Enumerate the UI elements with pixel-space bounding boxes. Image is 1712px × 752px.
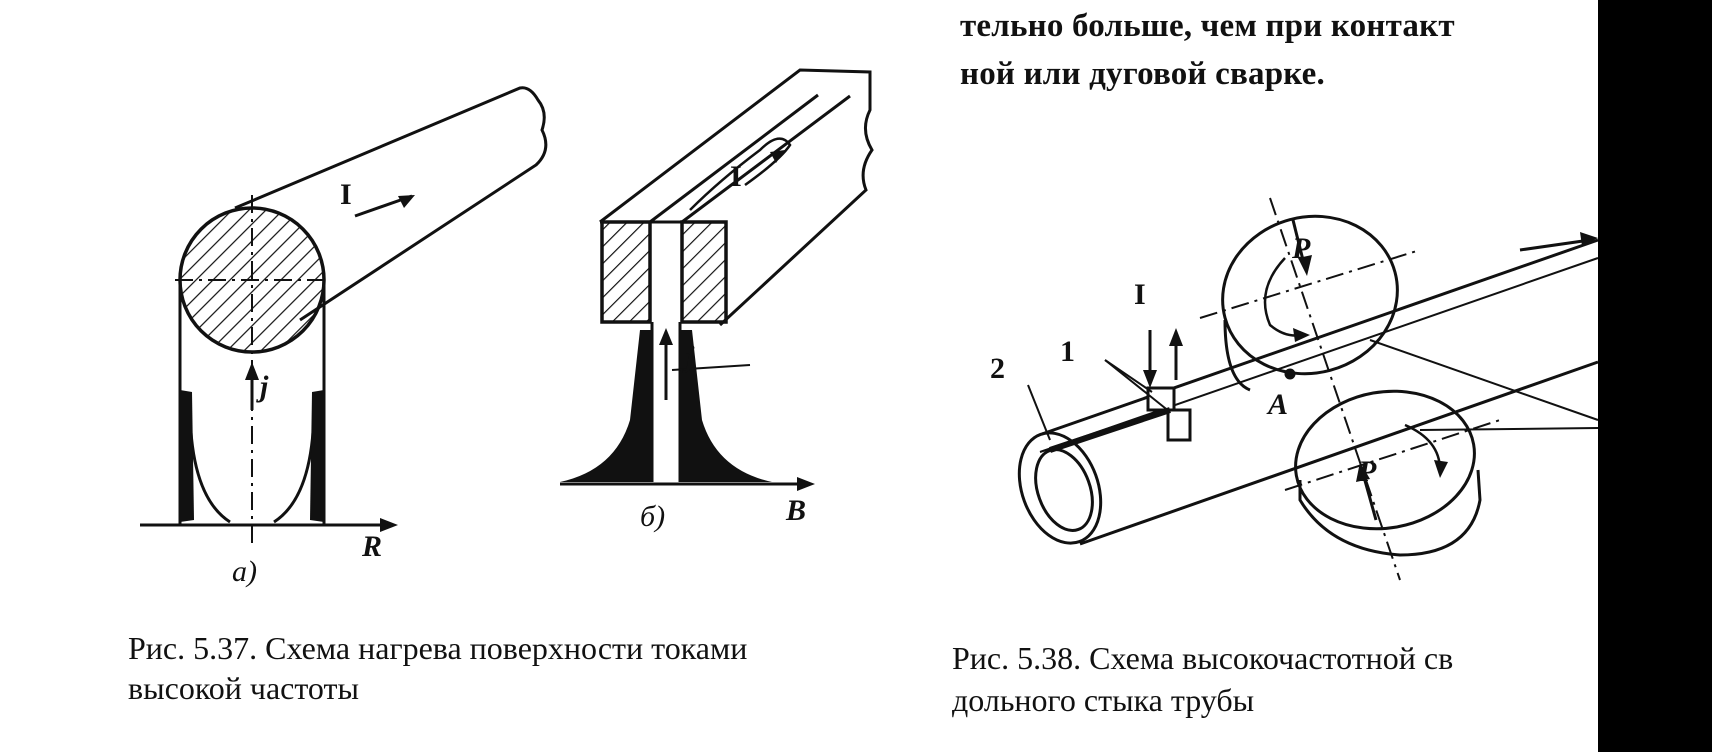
label-P-bottom: P (1358, 455, 1377, 488)
body-text-line-2: ной или дуговой сварке. (960, 56, 1325, 92)
body-text-line-1: тельно больше, чем при контакт (960, 8, 1455, 44)
caption-537-line-2: высокой частоты (128, 670, 359, 706)
label-current-I: I (1134, 278, 1146, 311)
label-current-I-left: I (340, 178, 352, 211)
label-contacts-1: 1 (1060, 335, 1075, 368)
caption-537-line-1: Рис. 5.37. Схема нагрева поверхности ток… (128, 630, 748, 666)
scan-edge-black-bar (1598, 0, 1712, 752)
caption-538-line-1: Рис. 5.38. Схема высокочастотной св (952, 640, 1454, 676)
label-B-axis: B (786, 494, 807, 527)
label-subfigure-a: а) (232, 555, 257, 588)
label-subfigure-b: б) (640, 500, 666, 533)
figure-538-pipe-welding (1017, 197, 1599, 581)
caption-538-line-2: дольного стыка трубы (952, 682, 1255, 718)
label-P-top: P (1292, 232, 1311, 265)
figure-537a-cylinder (140, 86, 548, 545)
label-pipe-2: 2 (990, 352, 1005, 385)
figure-537b-plates (560, 68, 874, 491)
label-current-I-right: I (730, 160, 742, 193)
label-j-left: j (260, 370, 269, 403)
label-R-axis: R (362, 530, 383, 563)
label-j-right: j (686, 340, 695, 373)
label-point-A: A (1268, 388, 1289, 421)
